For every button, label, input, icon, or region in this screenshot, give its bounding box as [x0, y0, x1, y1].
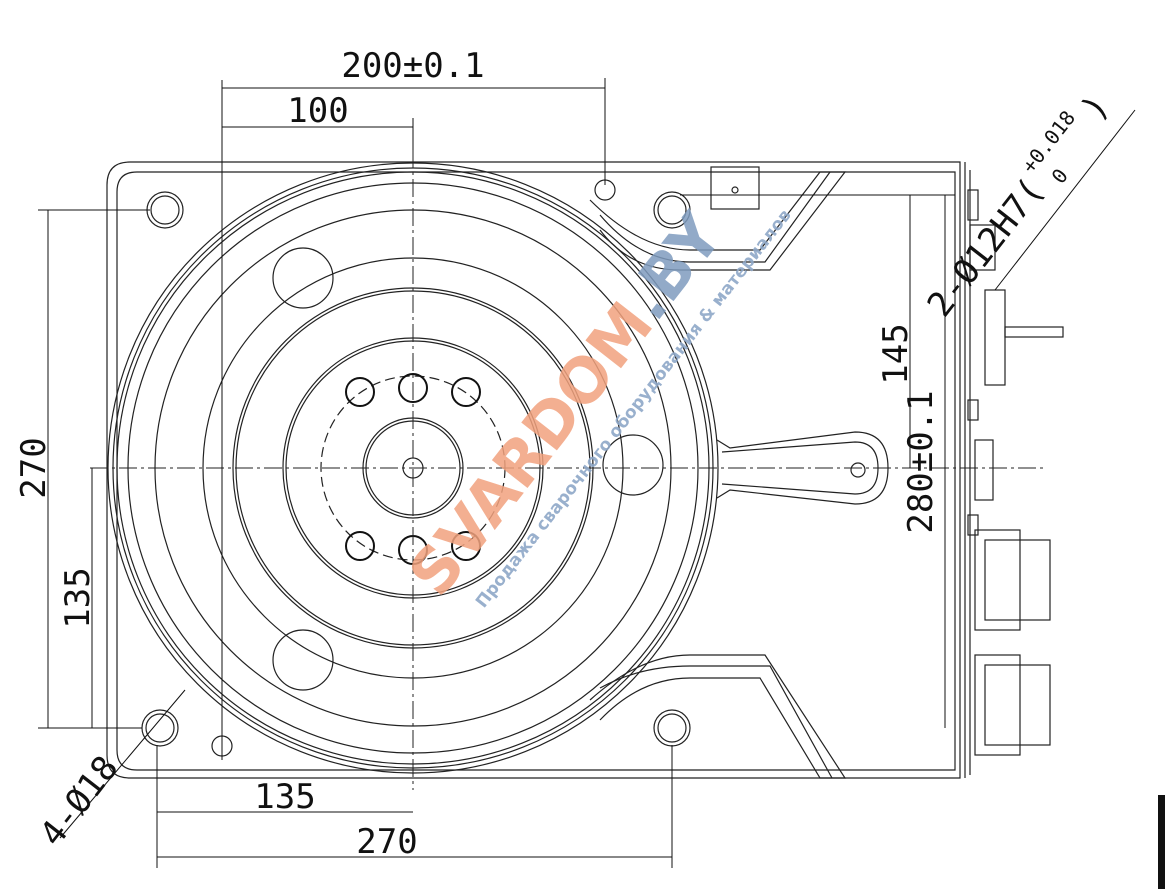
center-lines: [90, 150, 1045, 790]
edge-bar: [1158, 795, 1165, 889]
slot-top: [589, 166, 847, 271]
pin-holes-close: ): [1074, 87, 1118, 128]
dim-right-height: 280±0.1: [901, 390, 941, 533]
dim-top-width: 200±0.1: [341, 46, 484, 86]
pin-tolerance-lower: 0: [1047, 164, 1073, 188]
slot-bottom: [589, 654, 847, 779]
dim-left-height: 270: [14, 437, 54, 498]
dim-bottom-half: 135: [254, 777, 315, 817]
watermark: SVARDOM.BY Продажа сварочного оборудован…: [394, 199, 795, 612]
side-connectors: [967, 189, 1064, 756]
corner-holes: [141, 179, 691, 757]
dim-bottom-width: 270: [356, 822, 417, 862]
large-holes: [272, 247, 664, 691]
dim-top-half: 100: [287, 91, 348, 131]
base-plate: [106, 161, 971, 779]
pin-holes-label: 2-Ø12H7(: [920, 171, 1052, 325]
dim-left-half: 135: [58, 567, 98, 628]
dimension-lines: [38, 78, 1136, 868]
dim-right-145: 145: [876, 323, 916, 384]
dim-corner-holes: 4-Ø18: [32, 749, 127, 854]
pin-tolerance-upper: +0.018: [1017, 106, 1080, 178]
